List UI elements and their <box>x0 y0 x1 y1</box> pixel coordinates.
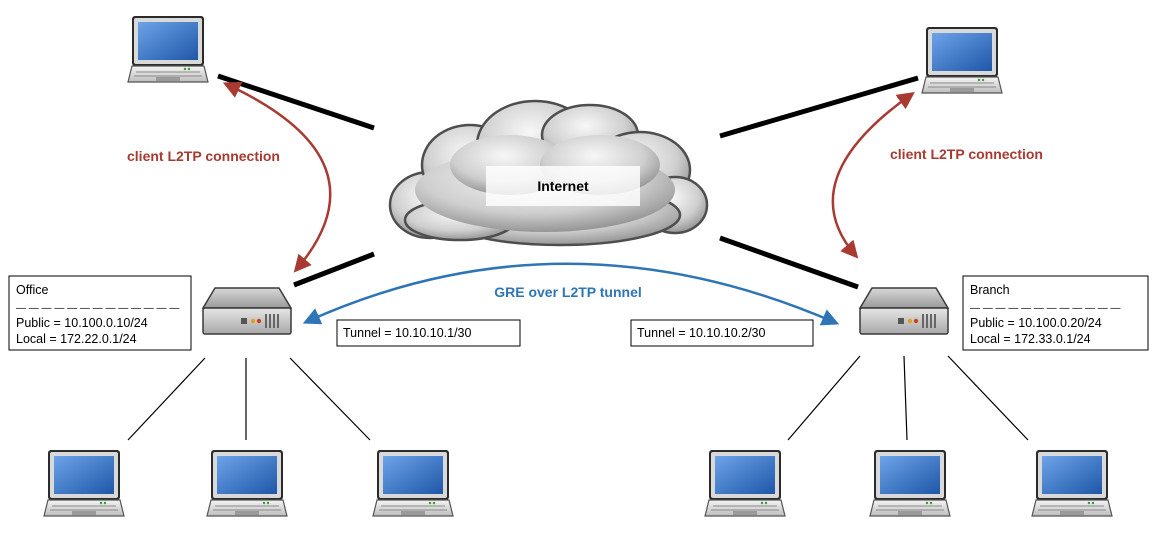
client-l2tp-label-left: client L2TP connection <box>127 148 280 164</box>
branch-local: Local = 172.33.0.1/24 <box>970 332 1091 346</box>
gre-tunnel-label: GRE over L2TP tunnel <box>494 284 642 300</box>
branch-title: Branch <box>970 283 1010 297</box>
laptop-icon <box>372 449 454 517</box>
lan-link-branch-3 <box>947 355 1029 441</box>
laptop-icon <box>869 449 951 517</box>
lan-links <box>127 355 1029 441</box>
laptop-icon <box>206 449 288 517</box>
office-separator: — — — — — — — — — — — — — <box>16 303 179 314</box>
laptop-icon <box>43 449 125 517</box>
lan-link-office-3 <box>289 357 371 441</box>
branch-info-box: Branch — — — — — — — — — — — — Public = … <box>962 275 1149 351</box>
branch-separator: — — — — — — — — — — — — <box>970 303 1121 314</box>
laptop-icon <box>1031 449 1113 517</box>
router-icon <box>202 287 292 335</box>
lan-link-branch-1 <box>787 355 861 441</box>
client-l2tp-label-right: client L2TP connection <box>890 146 1043 162</box>
laptop-icon <box>704 449 786 517</box>
link-office-laptop-internet <box>217 73 375 131</box>
office-title: Office <box>16 283 48 297</box>
client-l2tp-arrow-right <box>831 91 915 259</box>
cloud-icon: Internet <box>388 99 709 247</box>
link-branch-router-internet <box>719 235 859 290</box>
link-branch-laptop-internet <box>719 75 919 139</box>
cloud-label-box <box>486 166 640 206</box>
router-icon <box>859 287 949 335</box>
branch-tunnel-address: Tunnel = 10.10.10.2/30 <box>637 326 766 340</box>
lan-link-branch-2 <box>903 355 908 441</box>
laptop-icon <box>127 15 209 83</box>
office-tunnel-box: Tunnel = 10.10.10.1/30 <box>336 319 521 347</box>
office-local: Local = 172.22.0.1/24 <box>16 332 137 346</box>
branch-tunnel-box: Tunnel = 10.10.10.2/30 <box>630 319 814 347</box>
branch-public: Public = 10.100.0.20/24 <box>970 316 1102 330</box>
laptop-icon <box>921 26 1003 94</box>
cloud-label: Internet <box>537 178 589 194</box>
client-l2tp-arrow-left <box>222 81 332 273</box>
office-tunnel-address: Tunnel = 10.10.10.1/30 <box>343 326 472 340</box>
office-info-box: Office — — — — — — — — — — — — — Public … <box>8 275 192 351</box>
lan-link-office-1 <box>127 357 206 441</box>
link-office-router-internet <box>293 251 375 288</box>
office-public: Public = 10.100.0.10/24 <box>16 316 148 330</box>
gre-tunnel-arrow <box>302 262 840 326</box>
